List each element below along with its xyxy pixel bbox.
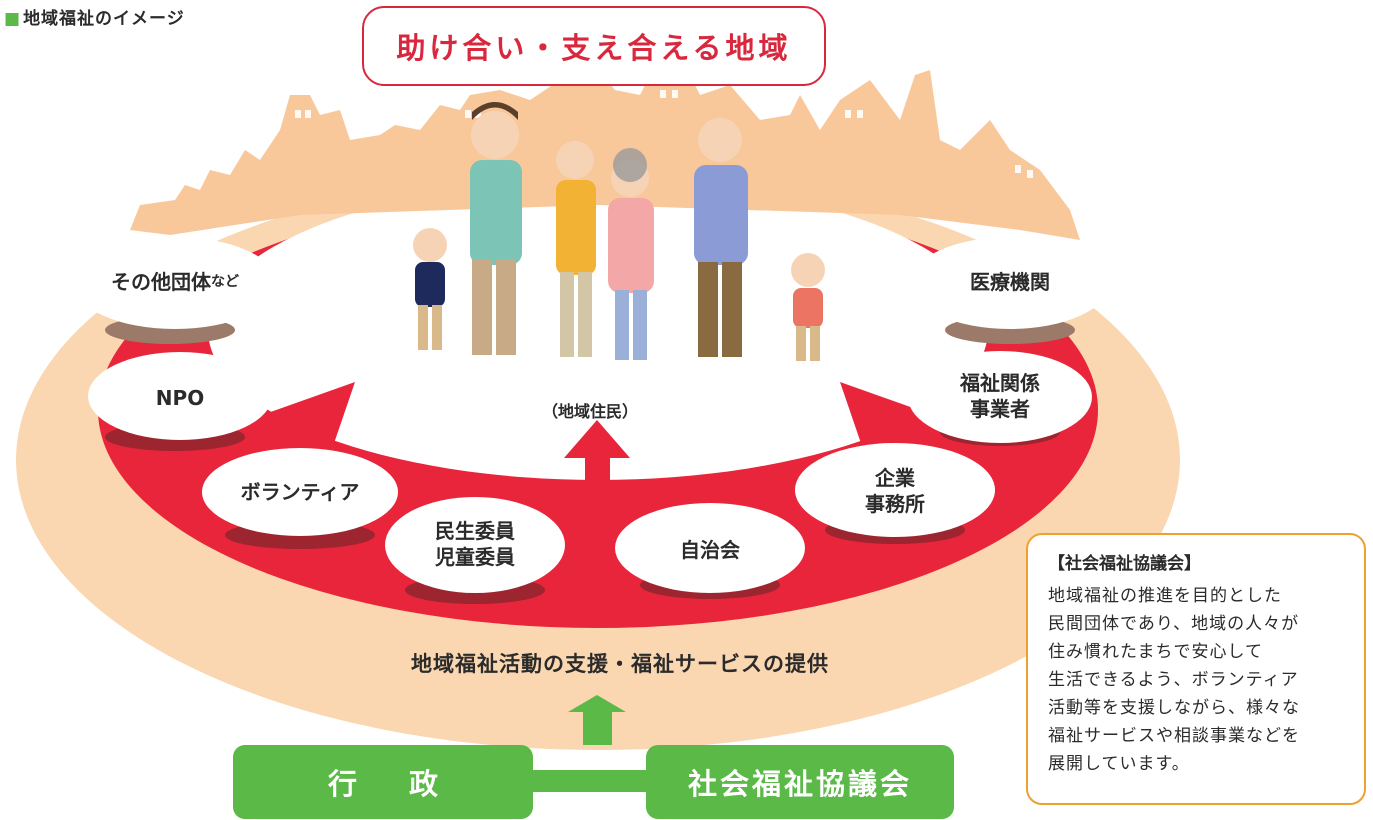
skyline-windows bbox=[295, 90, 1033, 178]
heading-text: 地域福祉のイメージ bbox=[23, 9, 185, 29]
green-connector bbox=[530, 770, 650, 792]
arrows bbox=[248, 382, 947, 540]
org-npo: NPO bbox=[120, 378, 240, 418]
info-line: 福祉サービスや相談事業などを bbox=[1048, 726, 1300, 746]
city-skyline bbox=[130, 60, 1080, 240]
org-other-groups-suffix: など bbox=[211, 273, 239, 290]
org-npo-label: NPO bbox=[155, 386, 205, 410]
arrow-left bbox=[248, 382, 355, 490]
title-box: 助け合い・支え合える地域 bbox=[362, 6, 826, 86]
government-box: 行政 bbox=[233, 745, 533, 819]
info-line: 地域福祉の推進を目的とした bbox=[1048, 586, 1282, 606]
org-medical: 医療機関 bbox=[935, 262, 1085, 302]
org-welfare-line2: 事業者 bbox=[970, 397, 1030, 421]
arrow-center bbox=[564, 420, 630, 540]
org-volunteer-label: ボランティア bbox=[240, 480, 360, 504]
square-bullet-icon: ■ bbox=[4, 9, 22, 29]
org-jichikai: 自治会 bbox=[640, 530, 780, 570]
council-label: 社会福祉協議会 bbox=[687, 767, 912, 801]
info-line: 住み慣れたまちで安心して bbox=[1048, 642, 1263, 662]
government-label: 行政 bbox=[327, 767, 490, 801]
residents-figures bbox=[413, 102, 825, 361]
title-text: 助け合い・支え合える地域 bbox=[396, 31, 792, 65]
org-welfare-line1: 福祉関係 bbox=[960, 371, 1040, 395]
org-company-line1: 企業 bbox=[875, 466, 915, 490]
org-ovals bbox=[73, 237, 1110, 604]
green-arrow bbox=[568, 695, 626, 745]
info-box: 【社会福祉協議会】 地域福祉の推進を目的とした 民間団体であり、地域の人々が 住… bbox=[1026, 533, 1366, 805]
org-minsei-line2: 児童委員 bbox=[435, 545, 515, 569]
diagram-heading: ■地域福祉のイメージ bbox=[4, 4, 185, 29]
info-line: 展開しています。 bbox=[1048, 754, 1190, 774]
org-medical-label: 医療機関 bbox=[970, 270, 1050, 294]
info-title: 【社会福祉協議会】 bbox=[1048, 554, 1201, 574]
org-jichikai-label: 自治会 bbox=[680, 538, 740, 562]
residents-label: （地域住民） bbox=[541, 402, 638, 421]
org-volunteer: ボランティア bbox=[210, 472, 390, 512]
org-minsei: 民生委員 児童委員 bbox=[405, 508, 545, 580]
inner-white-oval bbox=[208, 180, 988, 480]
org-minsei-line1: 民生委員 bbox=[435, 519, 515, 543]
org-other-groups-label: その他団体 bbox=[111, 270, 211, 294]
info-line: 民間団体であり、地域の人々が bbox=[1048, 614, 1300, 634]
support-text: 地域福祉活動の支援・福祉サービスの提供 bbox=[411, 652, 829, 676]
org-company-line2: 事務所 bbox=[865, 492, 925, 516]
info-line: 活動等を支援しながら、様々な bbox=[1048, 698, 1300, 718]
org-company: 企業 事務所 bbox=[825, 455, 965, 527]
org-welfare-providers: 福祉関係 事業者 bbox=[930, 360, 1070, 432]
info-body: 地域福祉の推進を目的とした 民間団体であり、地域の人々が 住み慣れたまちで安心し… bbox=[1048, 582, 1350, 778]
org-other-groups: その他団体など bbox=[75, 262, 275, 302]
council-box: 社会福祉協議会 bbox=[646, 745, 954, 819]
arrow-right bbox=[840, 382, 947, 490]
info-line: 生活できるよう、ボランティア bbox=[1048, 670, 1299, 690]
